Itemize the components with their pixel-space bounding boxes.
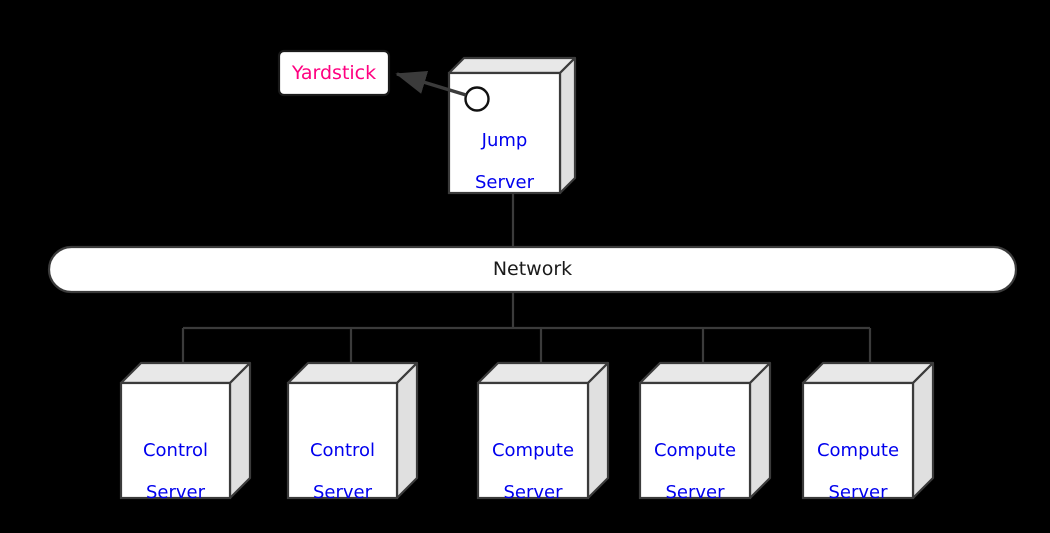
jump-server-node[interactable] xyxy=(447,56,577,195)
compute-server-3-node[interactable] xyxy=(801,361,935,500)
network-node[interactable] xyxy=(47,245,1018,294)
yardstick-node[interactable] xyxy=(277,49,391,97)
server-bus xyxy=(181,326,872,372)
compute-server-2-node[interactable] xyxy=(638,361,772,500)
control-server-1-node[interactable] xyxy=(119,361,252,500)
interface-port-icon xyxy=(464,86,490,112)
compute-server-1-node[interactable] xyxy=(476,361,610,500)
control-server-2-node[interactable] xyxy=(286,361,419,500)
connector-jump-to-yardstick xyxy=(395,71,467,97)
